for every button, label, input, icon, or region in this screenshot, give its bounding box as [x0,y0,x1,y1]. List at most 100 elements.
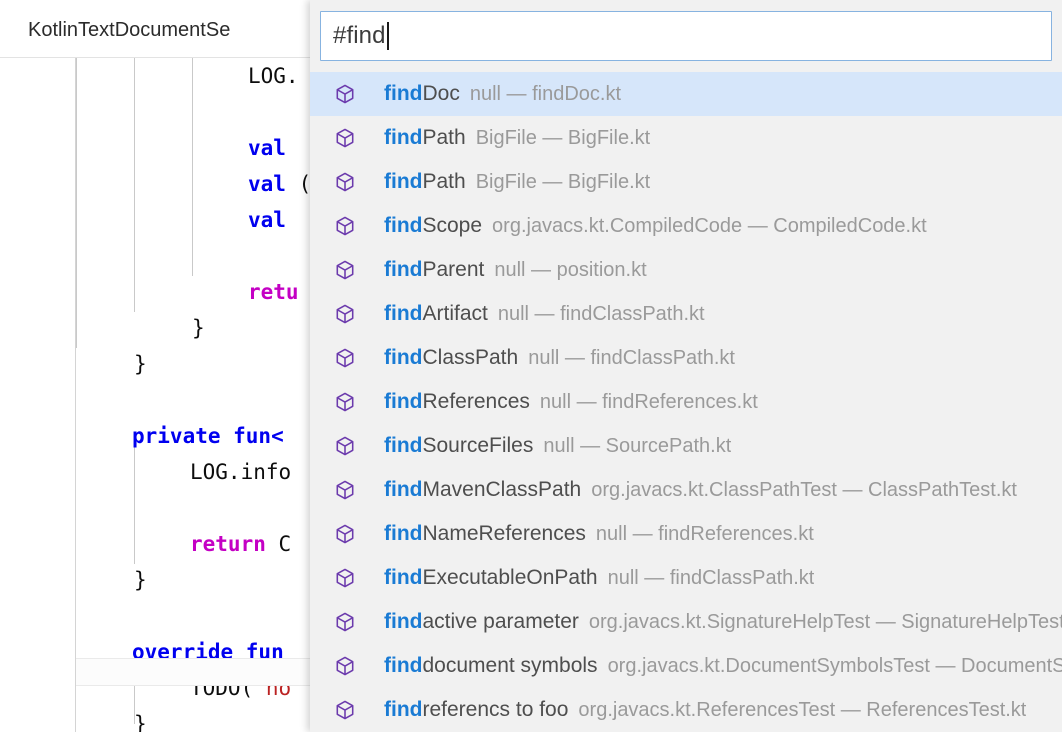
code-token: val [248,136,286,160]
indent-guide [134,58,135,312]
result-match-prefix: find [384,390,423,413]
code-line: return C [190,526,291,562]
code-line: val [248,202,286,238]
code-token: ( [285,172,312,196]
result-name-rest: document symbols [422,654,598,677]
method-icon [334,303,370,325]
method-icon [334,435,370,457]
code-line: val ( [248,166,311,202]
result-location: null — findReferences.kt [539,391,758,413]
result-match-prefix: find [384,126,423,149]
result-match-prefix: find [384,170,423,193]
result-location: org.javacs.kt.ClassPathTest — ClassPathT… [591,479,1017,501]
method-icon [334,523,370,545]
result-location: null — SourcePath.kt [543,435,732,457]
search-result-row[interactable]: find document symbols org.javacs.kt.Docum… [310,644,1062,688]
result-location: org.javacs.kt.SignatureHelpTest — Signat… [588,611,1062,633]
code-line: LOG. [248,58,299,94]
result-location: null — findClassPath.kt [497,303,705,325]
result-location: BigFile — BigFile.kt [475,171,651,193]
method-icon [334,259,370,281]
method-icon [334,347,370,369]
method-icon [334,611,370,633]
method-icon [334,127,370,149]
result-location: null — findClassPath.kt [607,567,815,589]
result-name-rest: Doc [422,82,460,105]
method-icon [334,171,370,193]
search-input[interactable]: #find [320,11,1052,61]
result-label: find document symbols org.javacs.kt.Docum… [384,654,1062,678]
result-match-prefix: find [384,698,423,721]
result-match-prefix: find [384,346,423,369]
editor-gutter [0,58,76,732]
result-match-prefix: find [384,654,423,677]
code-token: } [134,712,147,732]
editor-tab-title[interactable]: KotlinTextDocumentSe [28,19,231,41]
method-icon [334,655,370,677]
method-icon [334,567,370,589]
indent-guide [134,652,135,724]
result-match-prefix: find [384,566,423,589]
code-line: } [192,310,205,346]
result-location: org.javacs.kt.DocumentSymbolsTest — Docu… [607,655,1062,677]
result-name-rest: active parameter [422,610,579,633]
search-input-value: #find [333,22,386,49]
result-match-prefix: find [384,478,423,501]
code-line: LOG.info [190,454,291,490]
result-name-rest: Path [422,170,466,193]
code-token: C [278,532,292,556]
result-match-prefix: find [384,82,423,105]
method-icon [334,83,370,105]
result-match-prefix: find [384,434,423,457]
code-token: val [248,172,286,196]
code-token: } [134,352,147,376]
result-match-prefix: find [384,522,423,545]
code-token: } [192,316,205,340]
code-token: val [248,208,286,232]
result-match-prefix: find [384,258,423,281]
result-name-rest: ClassPath [422,346,519,369]
code-token: LOG. [248,64,299,88]
method-icon [334,479,370,501]
code-line: } [134,346,147,382]
indent-guide [76,58,77,348]
code-token: LOG.info [190,460,292,484]
result-name-rest: Artifact [422,302,488,325]
result-location: org.javacs.kt.ReferencesTest — Reference… [578,699,1027,721]
result-location: BigFile — BigFile.kt [475,127,651,149]
result-name-rest: SourceFiles [422,434,534,457]
method-icon [334,699,370,721]
result-location: null — position.kt [494,259,647,281]
result-name-rest: References [422,390,530,413]
search-everywhere-header: #find [310,0,1062,72]
code-token: private fun< [132,424,284,448]
